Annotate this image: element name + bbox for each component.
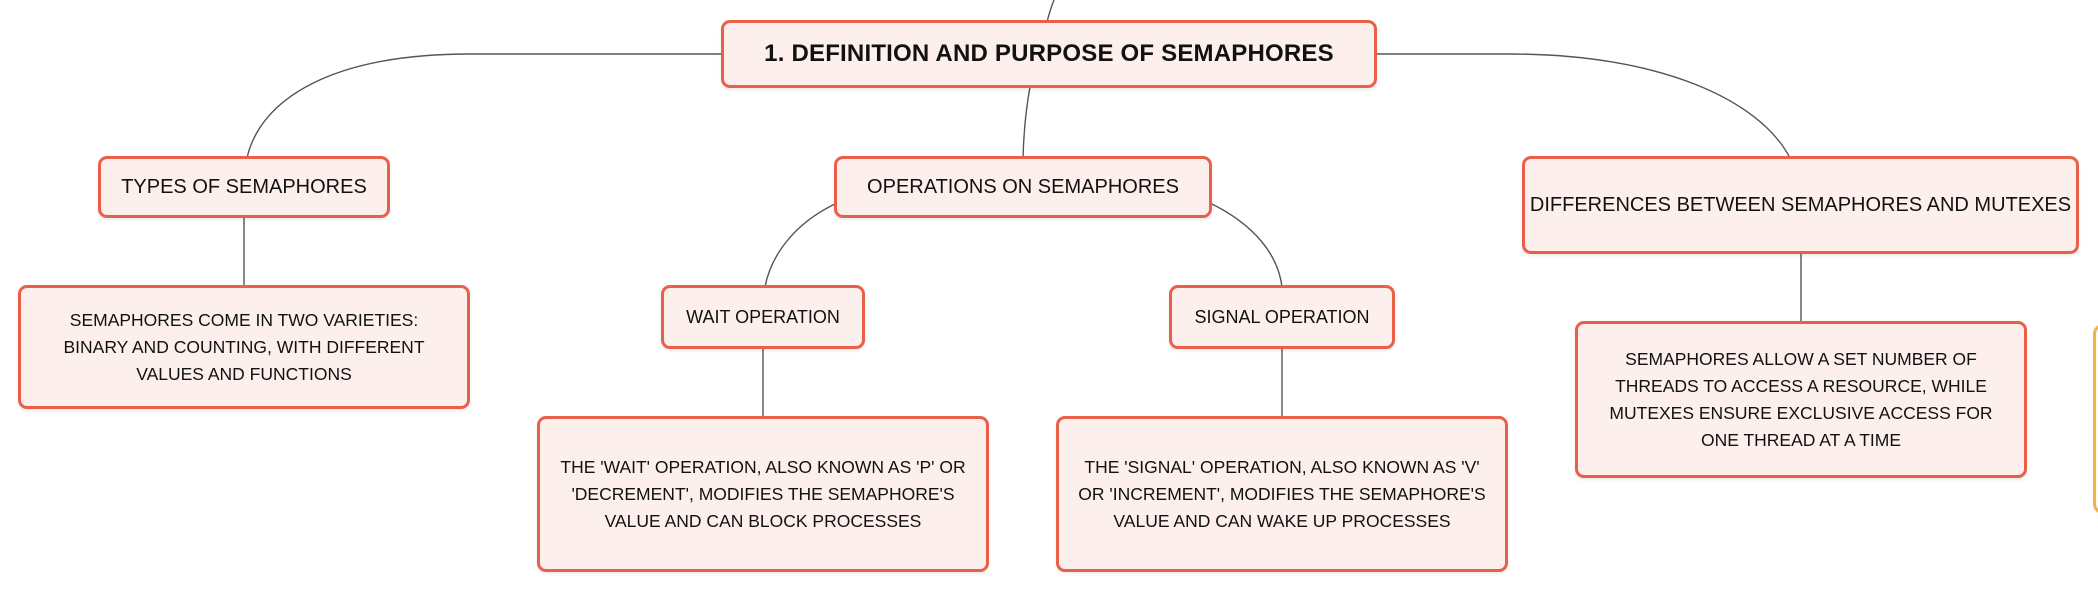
topic-differences-semaphores-mutexes[interactable]: DIFFERENCES BETWEEN SEMAPHORES AND MUTEX… bbox=[1522, 156, 2079, 254]
connector-root-types bbox=[246, 53, 722, 159]
detail-text: SEMAPHORES COME IN TWO VARIETIES: BINARY… bbox=[63, 309, 425, 384]
topic-label: DIFFERENCES BETWEEN SEMAPHORES AND MUTEX… bbox=[1529, 193, 2072, 216]
topic-label: OPERATIONS ON SEMAPHORES bbox=[867, 175, 1179, 198]
topic-types-of-semaphores[interactable]: TYPES OF SEMAPHORES bbox=[98, 156, 390, 218]
detail-differences-semaphores-mutexes[interactable]: SEMAPHORES ALLOW A SET NUMBER OF THREADS… bbox=[1575, 321, 2027, 478]
detail-text: THE 'WAIT' OPERATION, ALSO KNOWN AS 'P' … bbox=[560, 456, 966, 531]
connector-root-parent bbox=[1046, 0, 1055, 23]
connector-root-differences bbox=[1376, 53, 1791, 159]
subtopic-label: WAIT OPERATION bbox=[686, 306, 840, 327]
topic-label: TYPES OF SEMAPHORES bbox=[121, 175, 367, 198]
detail-types-of-semaphores[interactable]: SEMAPHORES COME IN TWO VARIETIES: BINARY… bbox=[18, 285, 470, 409]
root-node[interactable]: 1. DEFINITION AND PURPOSE OF SEMAPHORES bbox=[721, 20, 1377, 88]
detail-text: SEMAPHORES ALLOW A SET NUMBER OF THREADS… bbox=[1609, 348, 1993, 450]
root-label: 1. DEFINITION AND PURPOSE OF SEMAPHORES bbox=[764, 40, 1334, 67]
detail-text: THE 'SIGNAL' OPERATION, ALSO KNOWN AS 'V… bbox=[1078, 456, 1486, 531]
subtopic-label: SIGNAL OPERATION bbox=[1194, 306, 1370, 327]
connector-operations-signal bbox=[1209, 202, 1283, 288]
subtopic-signal-operation[interactable]: SIGNAL OPERATION bbox=[1169, 285, 1395, 349]
topic-operations-on-semaphores[interactable]: OPERATIONS ON SEMAPHORES bbox=[834, 156, 1212, 218]
detail-signal-operation[interactable]: THE 'SIGNAL' OPERATION, ALSO KNOWN AS 'V… bbox=[1056, 416, 1508, 572]
connector-operations-wait bbox=[764, 202, 838, 288]
detail-wait-operation[interactable]: THE 'WAIT' OPERATION, ALSO KNOWN AS 'P' … bbox=[537, 416, 989, 572]
connector-root-operations bbox=[1022, 86, 1031, 159]
subtopic-wait-operation[interactable]: WAIT OPERATION bbox=[661, 285, 865, 349]
offscreen-node-edge[interactable] bbox=[2093, 324, 2098, 514]
